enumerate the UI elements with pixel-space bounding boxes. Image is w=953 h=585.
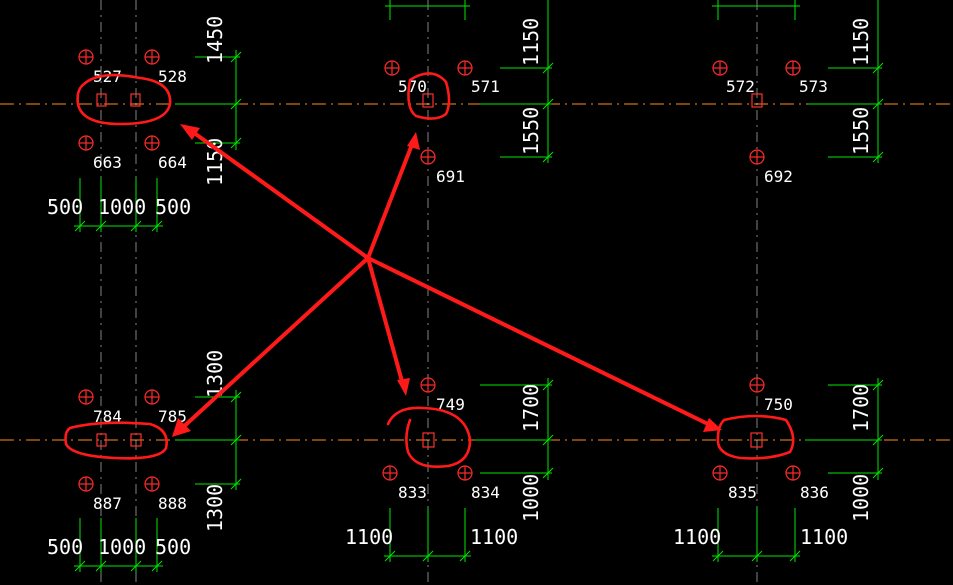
revision-cloud xyxy=(76,73,172,126)
dimension-text: 1550 xyxy=(519,107,543,155)
pile-label-691: 691 xyxy=(436,167,465,186)
dimension-text: 1150 xyxy=(203,138,227,186)
markup-arrows xyxy=(172,124,722,437)
pile-label-528: 528 xyxy=(158,67,187,86)
arrow-to-top-left xyxy=(188,128,370,260)
pile-symbol xyxy=(144,49,160,65)
dimension-text: 1000 xyxy=(849,474,873,522)
arrowhead xyxy=(407,132,420,150)
group-top-right: 572 573 692 1150 1550 xyxy=(712,0,884,186)
dimension-text: 1450 xyxy=(203,16,227,64)
pile-symbol xyxy=(78,135,94,151)
group-bottom-left: 784 785 887 888 1300 1300 500 1000 500 xyxy=(47,350,242,572)
arrowhead xyxy=(180,124,200,140)
column-mark xyxy=(96,433,107,447)
pile-symbol xyxy=(78,476,94,492)
pile-symbol xyxy=(78,49,94,65)
pile-symbol xyxy=(420,149,436,165)
pile-label-834: 834 xyxy=(471,483,500,502)
pile-symbol xyxy=(420,377,436,393)
column-mark xyxy=(750,432,763,448)
pile-symbol xyxy=(457,465,473,481)
pile-label-749: 749 xyxy=(436,395,465,414)
pile-symbol xyxy=(144,389,160,405)
pile-symbol xyxy=(457,60,473,76)
dimension-text: 1150 xyxy=(519,18,543,66)
revision-cloud xyxy=(64,421,168,460)
pile-symbol xyxy=(785,465,801,481)
pile-label-888: 888 xyxy=(158,494,187,513)
dimension-text: 1100 xyxy=(345,525,393,549)
dimension-text: 1000 xyxy=(519,474,543,522)
pile-label-572: 572 xyxy=(726,77,755,96)
dimension-text: 1100 xyxy=(673,525,721,549)
pile-symbol xyxy=(785,60,801,76)
dimension-text: 1000 xyxy=(98,535,146,559)
pile-label-784: 784 xyxy=(93,407,122,426)
column-mark xyxy=(751,93,763,108)
pile-symbol xyxy=(712,465,728,481)
arrowhead xyxy=(397,378,410,396)
arrow-to-top-middle xyxy=(366,140,415,260)
group-top-left: 527 528 663 664 1450 1150 500 1000 500 xyxy=(47,16,242,232)
pile-label-835: 835 xyxy=(728,483,757,502)
arrowhead xyxy=(172,418,191,437)
dimension-text: 1150 xyxy=(849,18,873,66)
dimension-text: 500 xyxy=(47,535,83,559)
group-bottom-middle: 749 833 834 1700 1000 1100 1100 xyxy=(345,377,554,562)
arrow-to-bottom-middle xyxy=(366,256,405,387)
arrowhead xyxy=(703,418,722,432)
pile-label-573: 573 xyxy=(799,77,828,96)
pile-symbol xyxy=(384,60,400,76)
pile-label-692: 692 xyxy=(764,167,793,186)
column-mark xyxy=(422,93,434,108)
dimension-text: 1300 xyxy=(203,484,227,532)
group-top-middle: 570 571 691 1150 1550 xyxy=(384,0,554,186)
dimension-text: 1100 xyxy=(470,525,518,549)
dimension-text: 500 xyxy=(155,535,191,559)
revision-cloud xyxy=(407,72,451,120)
column-mark xyxy=(130,93,141,107)
column-mark xyxy=(422,432,435,448)
revision-cloud xyxy=(716,414,795,460)
arrow-to-bottom-left xyxy=(178,256,370,432)
pile-label-750: 750 xyxy=(764,395,793,414)
pile-symbol xyxy=(144,135,160,151)
pile-symbol xyxy=(712,60,728,76)
pile-label-664: 664 xyxy=(158,153,187,172)
column-mark xyxy=(96,93,107,107)
dimension-text: 1550 xyxy=(849,107,873,155)
pile-symbol xyxy=(144,476,160,492)
dimension-text: 1000 xyxy=(98,195,146,219)
pile-symbol xyxy=(78,389,94,405)
pile-label-887: 887 xyxy=(93,494,122,513)
pile-symbol xyxy=(749,149,765,165)
pile-label-663: 663 xyxy=(93,153,122,172)
pile-label-833: 833 xyxy=(398,483,427,502)
dimension-text: 1700 xyxy=(849,384,873,432)
pile-label-570: 570 xyxy=(398,77,427,96)
dimension-text: 500 xyxy=(155,195,191,219)
pile-symbol xyxy=(749,377,765,393)
dimension-text: 1100 xyxy=(800,525,848,549)
arrow-to-bottom-right xyxy=(366,256,712,427)
dimension-text: 1700 xyxy=(519,384,543,432)
column-mark xyxy=(130,433,142,447)
pile-label-571: 571 xyxy=(471,77,500,96)
dimension-text: 500 xyxy=(47,195,83,219)
pile-symbol xyxy=(382,465,398,481)
pile-label-836: 836 xyxy=(800,483,829,502)
group-bottom-right: 750 835 836 1700 1000 1100 1100 xyxy=(673,377,884,562)
revision-cloud xyxy=(386,406,472,468)
